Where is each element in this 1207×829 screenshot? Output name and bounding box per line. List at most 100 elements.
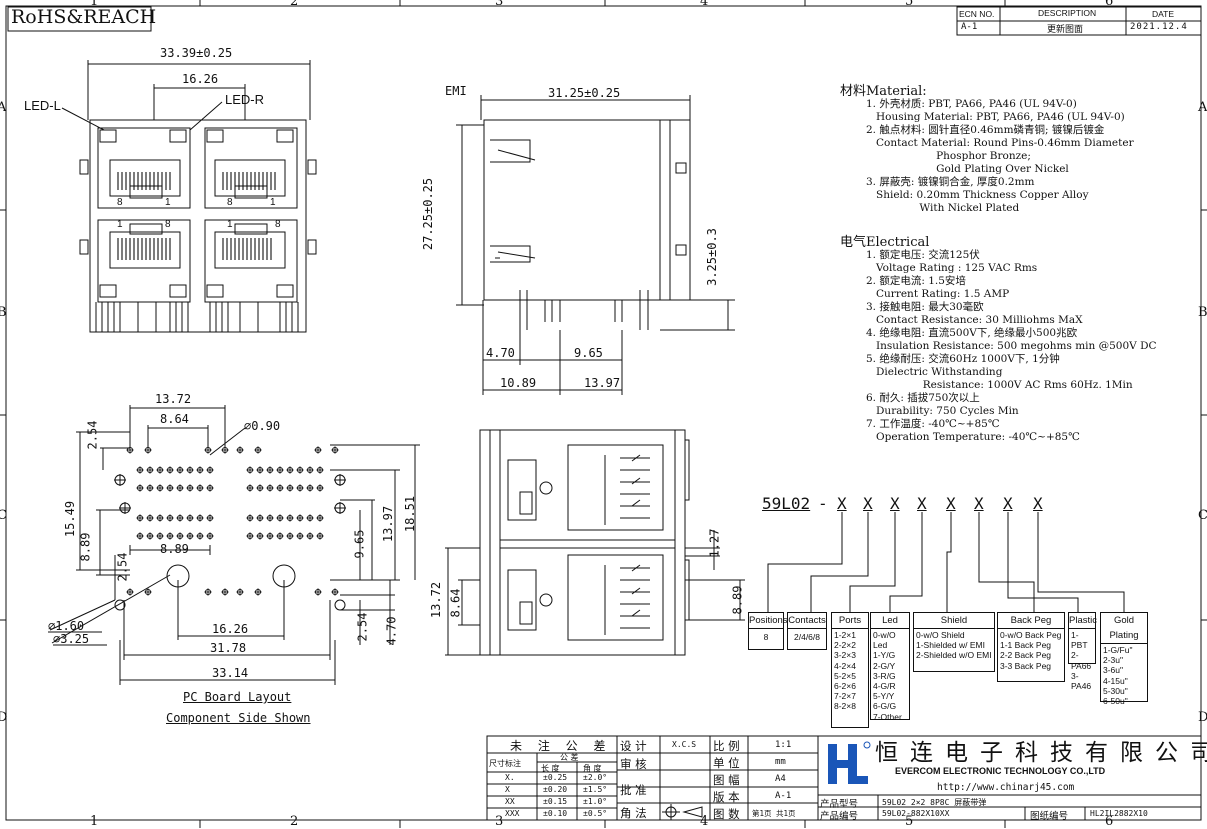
tolerance-cell: ±0.25 [543, 773, 568, 782]
option-box-heading: Ports [832, 613, 868, 629]
option-line: 1-Y/G [873, 650, 896, 661]
part-code-letter: X [863, 494, 873, 513]
dim-pcb-254b: 2.54 [115, 552, 130, 582]
led-left-label: LED-L [24, 98, 61, 113]
option-line: 1-PBT [1071, 630, 1088, 651]
spec-line: Durability: 750 Cycles Min [866, 405, 1019, 417]
col-label-3-bottom: 3 [495, 814, 504, 829]
part-code-letter: X [1003, 494, 1013, 513]
tolerance-cell: XXX [505, 809, 520, 818]
dim-height: 27.25±0.25 [421, 177, 436, 251]
row-label-a: A [0, 100, 7, 115]
option-line: 3-PA46 [1071, 670, 1092, 692]
dim-bottom-127: 1.27 [707, 528, 722, 558]
tolerance-cell: ±1.5° [583, 785, 608, 794]
dim-side-d: 13.97 [584, 376, 621, 390]
dim-pcb-160: ⌀1.60 [48, 619, 85, 633]
row-label-b: B [0, 305, 7, 320]
property-label: 比 例 [713, 739, 740, 753]
part-code-letter: X [974, 494, 984, 513]
option-box-heading: Shield [914, 613, 994, 629]
dim-pcb-1626: 16.26 [212, 622, 249, 636]
property-label: 单 位 [713, 756, 740, 770]
option-line: 4-2×4 [834, 660, 856, 671]
property-label: 版 本 [713, 790, 740, 804]
pin-label: 1 [117, 219, 123, 230]
role-review: 审 核 [620, 757, 647, 771]
option-line: 1-Shielded w/ EMI [916, 640, 985, 651]
col-label-3: 3 [495, 0, 504, 9]
option-box-heading: Led [871, 613, 909, 629]
col-label-2-bottom: 2 [290, 814, 299, 829]
dim-pcb-864: 8.64 [160, 412, 189, 426]
property-value: 第1页 共1页 [752, 809, 796, 818]
spec-line: 6. 耐久: 插拔750次以上 [866, 392, 980, 404]
pcb-caption-subtitle: Component Side Shown [166, 711, 311, 725]
tolerance-cell: ±0.20 [543, 785, 568, 794]
tolerance-cell: ±0.10 [543, 809, 568, 818]
option-line: 3-R/G [873, 670, 896, 681]
col-label-6-bottom: 6 [1105, 814, 1114, 829]
dim-pcb-325: ⌀3.25 [53, 632, 90, 646]
part-code-letter: X [917, 494, 927, 513]
pin-label: 8 [117, 197, 123, 208]
dim-pcb-1397: 13.97 [381, 505, 396, 543]
spec-line: 3. 屏蔽壳: 镀镍铜合金, 厚度0.2mm [866, 176, 1035, 188]
dim-side-c: 10.89 [500, 376, 537, 390]
option-line: 5-Y/Y [873, 691, 895, 702]
tolerance-cell: ±2.0° [583, 773, 608, 782]
option-box-body: 2/4/6/8 [788, 629, 826, 643]
dim-total-width: 33.39±0.25 [160, 46, 233, 60]
option-line: 1-2×1 [834, 630, 856, 640]
option-line: 2-G/Y [873, 660, 896, 671]
option-line: 2-Shielded w/O EMI [916, 650, 992, 661]
dim-pcb-1549: 15.49 [63, 500, 78, 538]
spec-line: Contact Material: Round Pins-0.46mm Diam… [866, 137, 1134, 149]
property-label: 图 数 [713, 807, 740, 821]
company-website: http://www.chinarj45.com [937, 782, 1075, 793]
option-line: 6-2×6 [834, 681, 856, 692]
product-no-label: 产品编号 [820, 811, 859, 822]
col-label-1-bottom: 1 [90, 814, 99, 829]
spec-line: Shield: 0.20mm Thickness Copper Alloy [866, 189, 1089, 201]
dim-pin-length: 3.25±0.3 [704, 228, 719, 286]
row-label-a-right: A [1198, 100, 1207, 115]
rev-desc: 更新图面 [1047, 25, 1084, 35]
product-model: 59L02 2×2 8P8C 屏蔽带弹 [882, 798, 987, 807]
option-box-heading: Contacts [788, 613, 826, 629]
rohs-tag: RoHS&REACH [11, 6, 157, 28]
tolerance-cell: X [505, 785, 510, 794]
designer-name: X.C.S [672, 740, 697, 749]
row-label-c: C [0, 508, 7, 523]
rev-head-desc: DESCRIPTION [1038, 8, 1097, 18]
col-label-1: 1 [90, 0, 99, 9]
dim-bottom-864: 8.64 [448, 588, 463, 618]
tol-length-label: 长 度 [541, 764, 560, 773]
dim-pcb-889h: 8.89 [160, 542, 189, 556]
drawing-no: HL2IL2882X10 [1090, 809, 1148, 818]
electrical-heading: 电气Electrical [840, 235, 930, 250]
dim-pcb-470: 4.70 [384, 616, 399, 646]
spec-line: 5. 绝缘耐压: 交流60Hz 1000V下, 1分钟 [866, 353, 1060, 365]
option-box-heading: Plastic [1069, 613, 1097, 629]
option-line: 4-15u" [1103, 675, 1128, 686]
option-line: 3-3 Back Peg [1000, 660, 1052, 671]
company-logo [828, 741, 871, 784]
option-line: 0-w/O Led [873, 630, 896, 651]
spec-line: 1. 额定电压: 交流125伏 [866, 249, 980, 261]
option-box-heading: Gold Plating [1101, 613, 1147, 644]
spec-line: 2. 额定电流: 1.5安培 [866, 275, 966, 287]
spec-line: Voltage Rating : 125 VAC Rms [866, 262, 1038, 274]
pcb-caption-title: PC Board Layout [183, 690, 292, 704]
spec-line: Dielectric Withstanding [866, 366, 1003, 378]
role-design: 设 计 [620, 739, 647, 753]
pin-label: 1 [227, 219, 233, 230]
spec-line: Gold Plating Over Nickel [866, 163, 1069, 175]
electrical-list: 1. 额定电压: 交流125伏 Voltage Rating : 125 VAC… [866, 249, 1157, 444]
tol-dimension-label: 尺寸标注 [489, 759, 521, 768]
